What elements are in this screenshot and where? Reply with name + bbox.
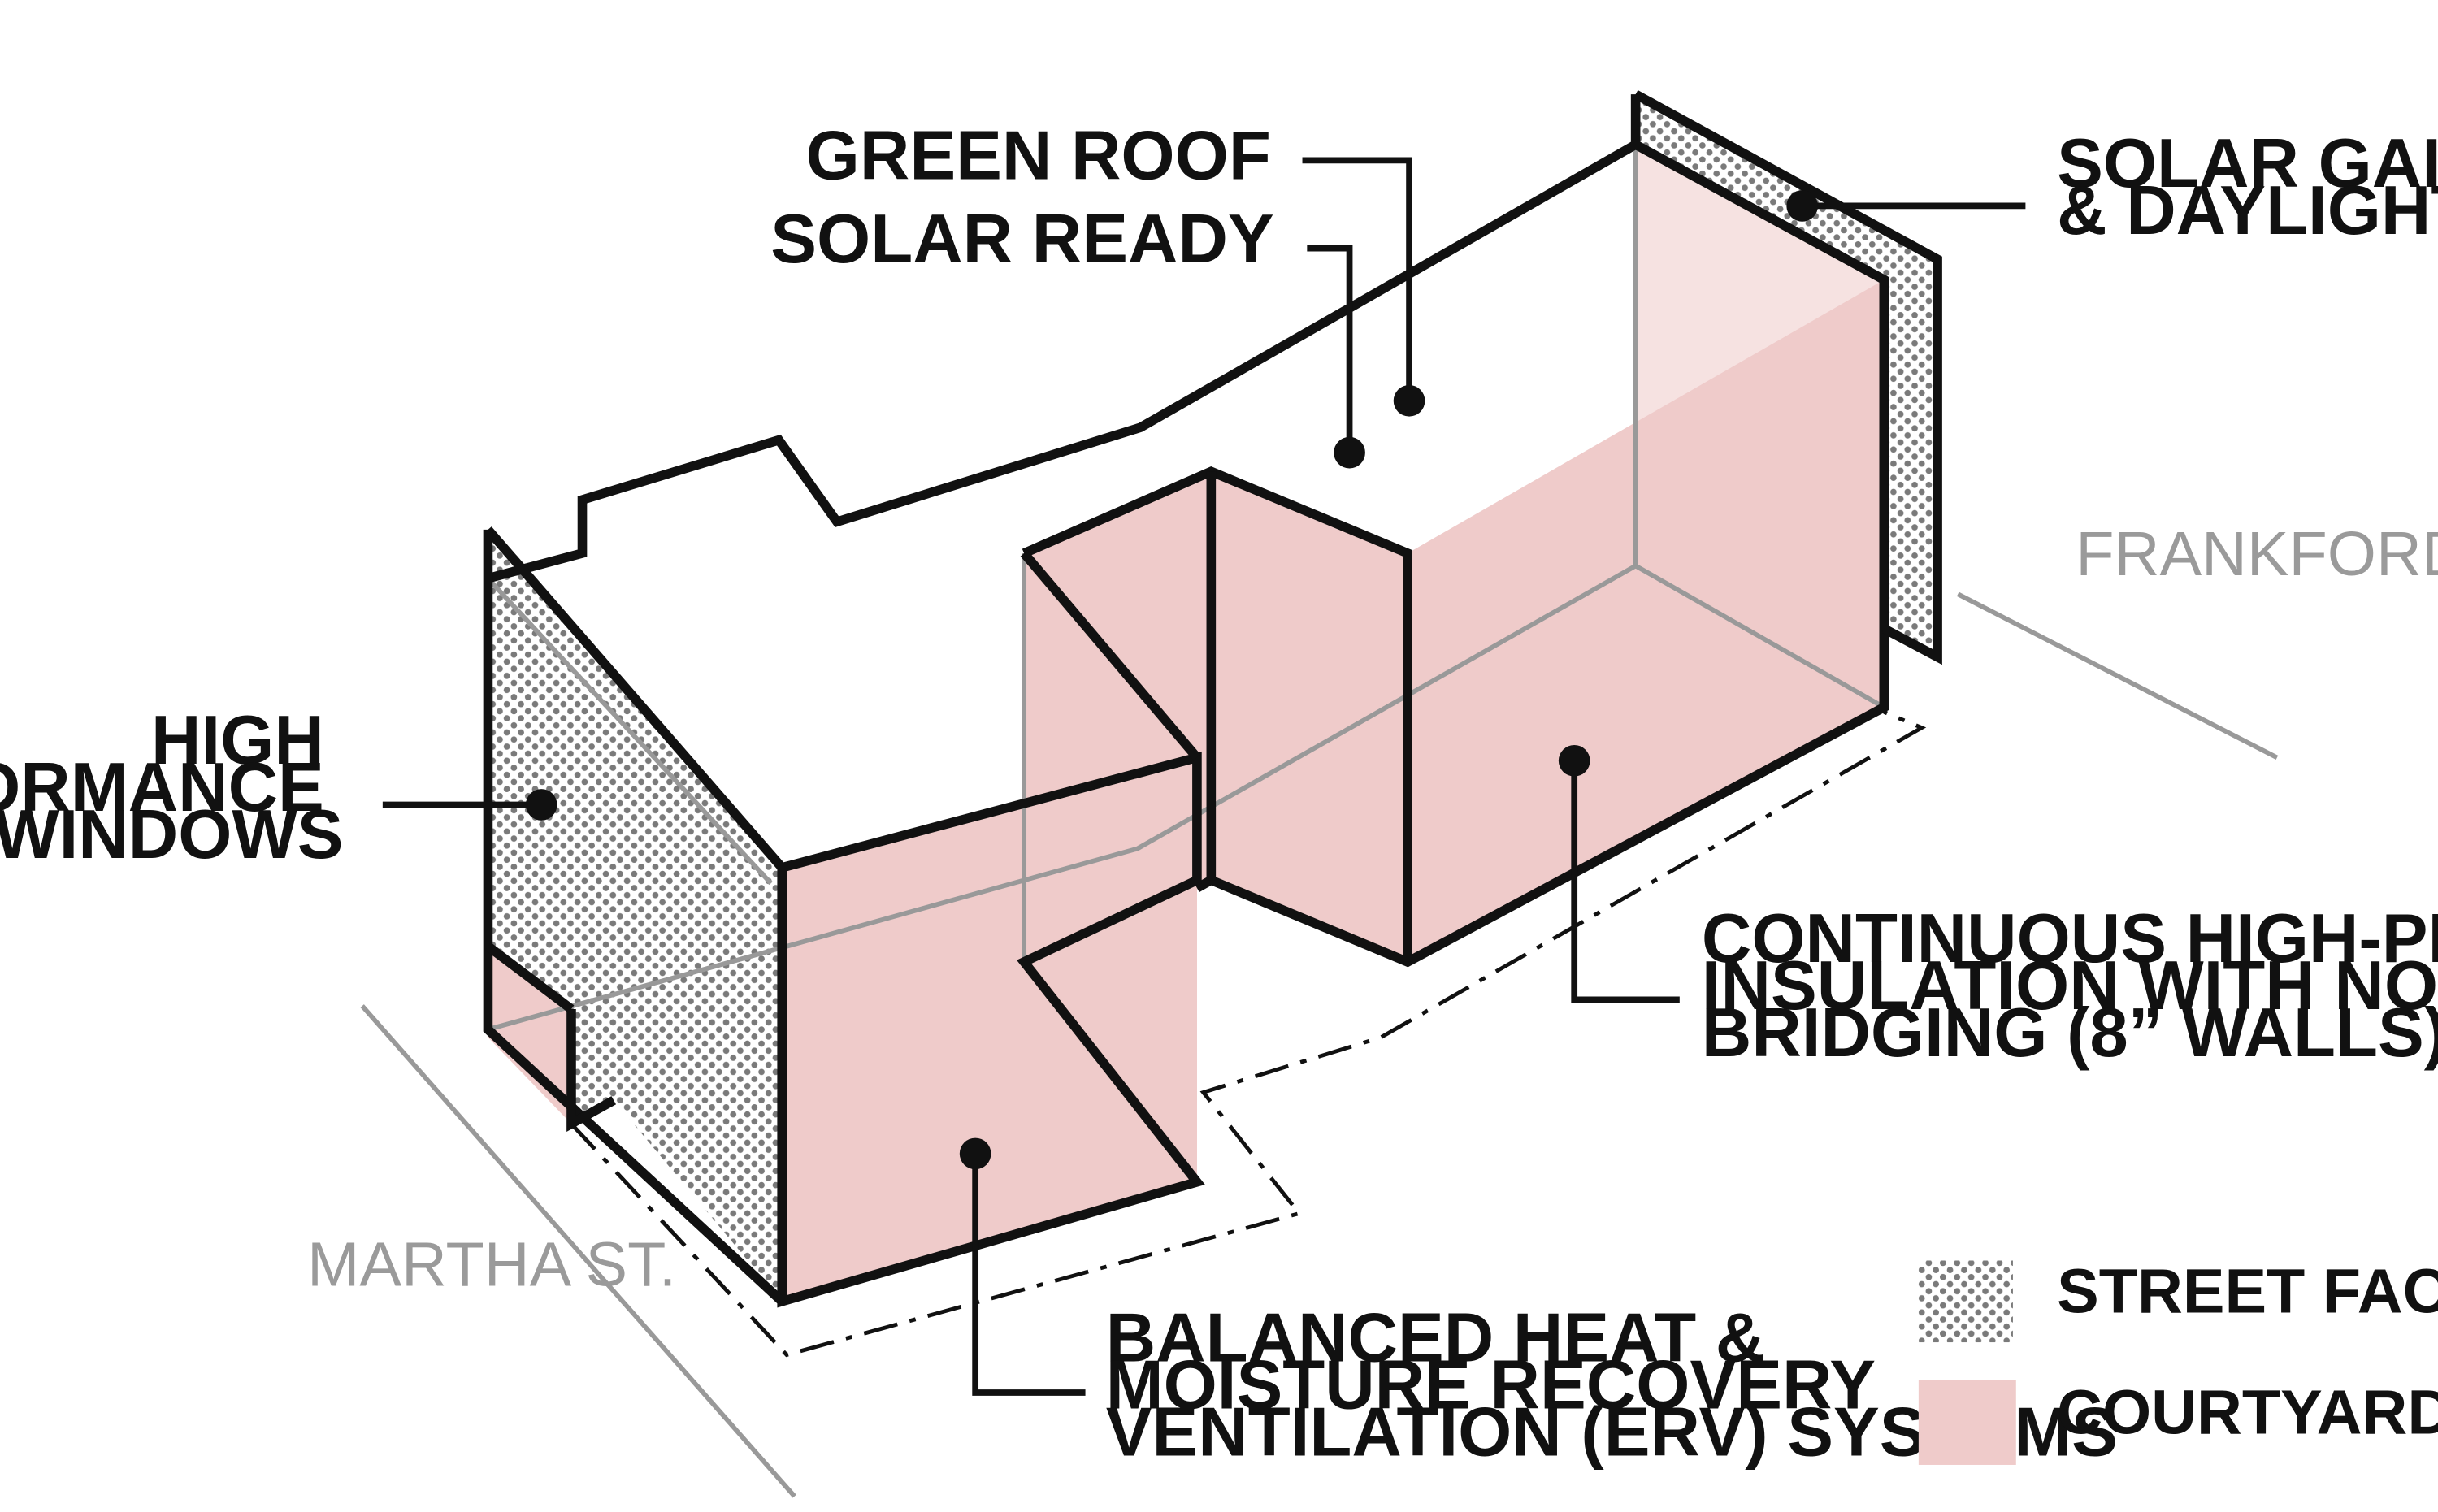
street-label-frankford: FRANKFORD AVE. [2076,519,2438,589]
courtyard-wall-right [1408,279,1885,962]
label-insulation-line-1: CONTINUOUS HIGH-PERFORMANCE [1702,900,2438,977]
label-erv-line-1: BALANCED HEAT & [1106,1299,1766,1376]
hidden-ground-line [487,563,1885,1032]
label-solar-gain-line-1: SOLAR GAIN [2057,125,2438,202]
leader-dot-windows [525,789,557,821]
label-insulation-line-3: BRIDGING (8” WALLS) [1702,994,2438,1072]
label-erv-line-2: MOISTURE RECOVERY [1106,1346,1876,1423]
leader-insulation [1571,760,1680,1003]
leader-erv [972,1153,1086,1396]
ground-floor-recess [488,946,571,1124]
leader-dot-green-roof [1393,384,1425,417]
label-green-roof: GREEN ROOF [806,118,1271,195]
label-windows-line-3: WINDOWS [0,796,343,873]
legend-label-private: COURTYARD: PRIVATE [2057,1377,2438,1447]
legend-swatch-public [1918,1260,2013,1343]
label-windows-line-2: PERFORMANCE [0,749,324,826]
label-solar-gain: SOLAR GAIN & DAYLIGHTING [2057,125,2438,249]
street-label-martha: MARTHA ST. [307,1229,676,1299]
martha-street-line [360,1004,796,1498]
leader-solar-ready [1307,245,1353,453]
courtyard-wall-return [1024,880,1197,1182]
legend-label-public: STREET FACE: PUBLIC [2057,1256,2438,1326]
label-insulation: CONTINUOUS HIGH-PERFORMANCE INSULATION W… [1702,900,2438,1072]
label-solar-gain-line-2: & DAYLIGHTING [2057,172,2438,249]
courtyard-wall-middle [1211,471,1408,962]
hidden-edge-line [486,576,773,886]
building-outline [483,89,1942,1308]
label-windows: HIGH PERFORMANCE WINDOWS [0,702,343,873]
legend-swatch-private [1918,1380,2016,1465]
site-boundary-dashed [570,710,1927,1358]
label-windows-line-1: HIGH [151,702,324,779]
leader-green-roof [1302,157,1412,401]
label-solar-ready: SOLAR READY [770,201,1273,278]
leader-dot-solar-gain [1786,190,1819,222]
leader-dot-solar-ready [1334,436,1365,469]
courtyard-wall-front [782,757,1197,1302]
label-insulation-line-2: INSULATION WITH NO THERMAL [1702,947,2438,1025]
street-face-frankford [1635,94,1938,657]
leader-dot-insulation [1558,744,1590,777]
leader-lines [382,157,2026,1396]
street-face-martha [488,529,783,1302]
frankford-street-line [1956,591,2279,760]
leader-dot-erv [959,1137,991,1170]
